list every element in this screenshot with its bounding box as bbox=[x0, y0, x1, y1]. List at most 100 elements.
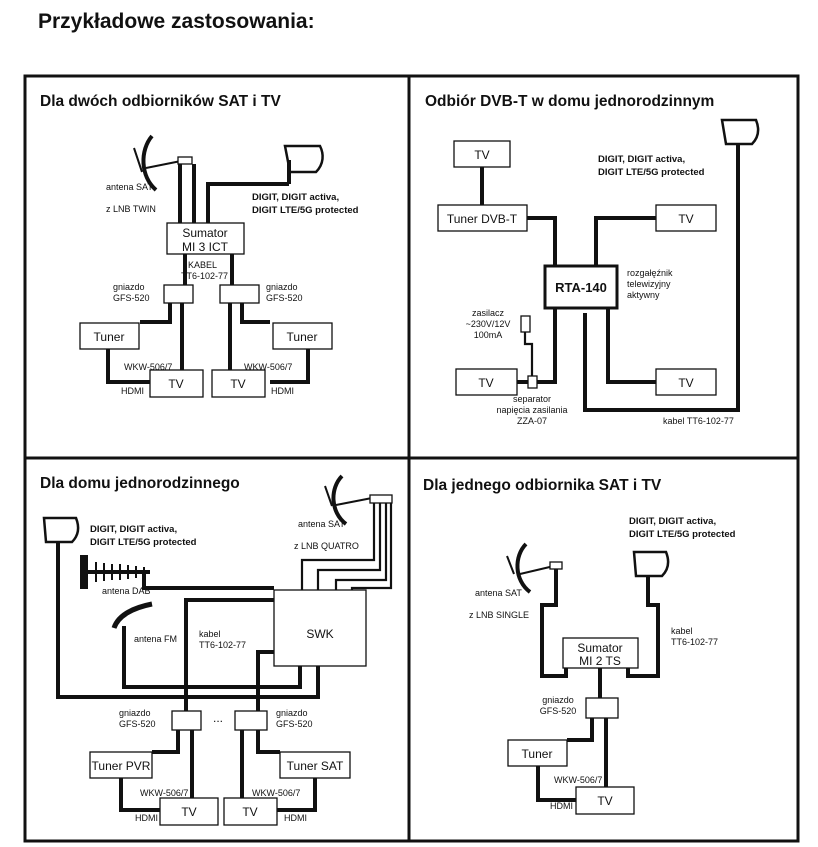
panel-dvbt-house: Odbiór DVB-T w domu jednorodzinnym DIGIT… bbox=[425, 93, 760, 426]
combiner-name: Sumator bbox=[577, 641, 622, 655]
splitter-box bbox=[543, 264, 619, 310]
wkw-right-label: WKW-506/7 bbox=[244, 362, 292, 372]
digit-label-line2: DIGIT LTE/5G protected bbox=[598, 167, 705, 178]
hdmi-right-label: HDMI bbox=[271, 386, 294, 396]
separator-label-1: separator bbox=[513, 394, 551, 404]
tuner-label: Tuner bbox=[522, 747, 553, 761]
socket-left-label-2: GFS-520 bbox=[113, 293, 150, 303]
socket-left-label-2: GFS-520 bbox=[119, 719, 156, 729]
lnb-label: z LNB SINGLE bbox=[469, 610, 529, 620]
tuner-pvr-label: Tuner PVR bbox=[92, 759, 151, 773]
tv-right-top-label: TV bbox=[678, 212, 693, 226]
switch-box bbox=[273, 589, 367, 667]
socket bbox=[585, 697, 619, 719]
switch-label: SWK bbox=[306, 627, 333, 641]
socket-label-2: GFS-520 bbox=[540, 706, 577, 716]
tv-bottom-left-label: TV bbox=[478, 376, 493, 390]
digit-label-line1: DIGIT, DIGIT activa, bbox=[252, 192, 339, 203]
combiner-box bbox=[166, 222, 245, 255]
cable-label-2: TT6-102-77 bbox=[181, 271, 228, 281]
panel-two-sat-tv: Dla dwóch odbiorników SAT i TV antena SA… bbox=[40, 93, 359, 398]
socket-left bbox=[163, 284, 194, 304]
cable-label: kabel TT6-102-77 bbox=[663, 416, 734, 426]
socket-label-1: gniazdo bbox=[542, 695, 574, 705]
socket-left bbox=[171, 710, 202, 731]
panel-1-title: Dla dwóch odbiorników SAT i TV bbox=[40, 93, 281, 110]
psu-label-3: 100mA bbox=[474, 330, 503, 340]
tuner-right bbox=[272, 322, 333, 350]
tuner-right-label: Tuner bbox=[287, 330, 318, 344]
fm-antenna-icon bbox=[111, 601, 153, 630]
hdmi-left-label: HDMI bbox=[121, 386, 144, 396]
tv-top bbox=[453, 140, 511, 168]
satellite-dish-icon bbox=[324, 474, 393, 526]
combiner-name: Sumator bbox=[182, 226, 227, 240]
socket-right-label-1: gniazdo bbox=[266, 282, 298, 292]
socket-right-label-2: GFS-520 bbox=[276, 719, 313, 729]
tuner-sat-label: Tuner SAT bbox=[287, 759, 344, 773]
antenna-sat-label: antena SAT bbox=[298, 519, 345, 529]
combiner-model: MI 2 TS bbox=[579, 654, 621, 668]
page-title: Przykładowe zastosowania: bbox=[38, 10, 315, 33]
tuner-left bbox=[79, 322, 140, 350]
tv-bottom-right bbox=[655, 368, 717, 396]
tv-left bbox=[159, 797, 219, 826]
psu-label-2: ~230V/12V bbox=[466, 319, 511, 329]
socket-right-label-2: GFS-520 bbox=[266, 293, 303, 303]
splitter-label: RTA-140 bbox=[555, 280, 607, 295]
dab-antenna-icon bbox=[80, 555, 150, 589]
splitter-desc-2: telewizyjny bbox=[627, 279, 671, 289]
splitter-desc-3: aktywny bbox=[627, 290, 660, 300]
wkw-right-label: WKW-506/7 bbox=[252, 788, 300, 798]
hdmi-label: HDMI bbox=[550, 801, 573, 811]
terrestrial-antenna-icon bbox=[42, 516, 80, 544]
cable-label-1: kabel bbox=[199, 629, 221, 639]
antenna-dab-label: antena DAB bbox=[102, 586, 151, 596]
wkw-label: WKW-506/7 bbox=[554, 775, 602, 785]
socket-left-label-1: gniazdo bbox=[119, 708, 151, 718]
tuner-pvr bbox=[89, 751, 153, 779]
tv-label: TV bbox=[597, 794, 612, 808]
digit-label-line2: DIGIT LTE/5G protected bbox=[90, 537, 197, 548]
satellite-dish-icon bbox=[506, 542, 563, 594]
panel-2-title: Odbiór DVB-T w domu jednorodzinnym bbox=[425, 93, 714, 110]
wkw-left-label: WKW-506/7 bbox=[124, 362, 172, 372]
tv-top-label: TV bbox=[474, 148, 489, 162]
terrestrial-antenna-icon bbox=[632, 550, 670, 578]
hdmi-right-label: HDMI bbox=[284, 813, 307, 823]
digit-label-line2: DIGIT LTE/5G protected bbox=[629, 529, 736, 540]
digit-label-line2: DIGIT LTE/5G protected bbox=[252, 205, 359, 216]
panel-family-house: Dla domu jednorodzinnego DIGIT, DIGIT ac… bbox=[40, 474, 393, 826]
satellite-dish-icon bbox=[133, 134, 193, 192]
antenna-fm-label: antena FM bbox=[134, 634, 177, 644]
panel-4-title: Dla jednego odbiornika SAT i TV bbox=[423, 477, 662, 494]
separator-label-3: ZZA-07 bbox=[517, 416, 547, 426]
terrestrial-antenna-icon bbox=[720, 118, 760, 146]
cable-label-1: KABEL bbox=[188, 260, 217, 270]
tv bbox=[575, 786, 635, 815]
tuner-dvbt bbox=[437, 204, 528, 232]
tv-right bbox=[211, 369, 266, 398]
tuner-left-label: Tuner bbox=[94, 330, 125, 344]
tv-left-label: TV bbox=[168, 377, 183, 391]
panel-3-title: Dla domu jednorodzinnego bbox=[40, 475, 240, 492]
socket-right bbox=[219, 284, 260, 304]
psu-label-1: zasilacz bbox=[472, 308, 505, 318]
tuner-dvbt-label: Tuner DVB-T bbox=[447, 212, 518, 226]
socket-right-label-1: gniazdo bbox=[276, 708, 308, 718]
cable-label-1: kabel bbox=[671, 626, 693, 636]
lnb-label: z LNB QUATRO bbox=[294, 541, 359, 551]
tv-right-top bbox=[655, 204, 717, 232]
power-supply-icon bbox=[520, 315, 531, 333]
tv-bottom-right-label: TV bbox=[678, 376, 693, 390]
combiner-model: MI 3 ICT bbox=[182, 240, 229, 254]
tv-right-label: TV bbox=[230, 377, 245, 391]
terrestrial-antenna-icon bbox=[283, 144, 324, 174]
socket-right bbox=[234, 710, 268, 731]
antenna-sat-label: antena SAT bbox=[106, 182, 153, 192]
tv-right-label: TV bbox=[242, 805, 257, 819]
digit-label-line1: DIGIT, DIGIT activa, bbox=[629, 516, 716, 527]
separator-icon bbox=[527, 375, 538, 389]
digit-label-line1: DIGIT, DIGIT activa, bbox=[598, 154, 685, 165]
